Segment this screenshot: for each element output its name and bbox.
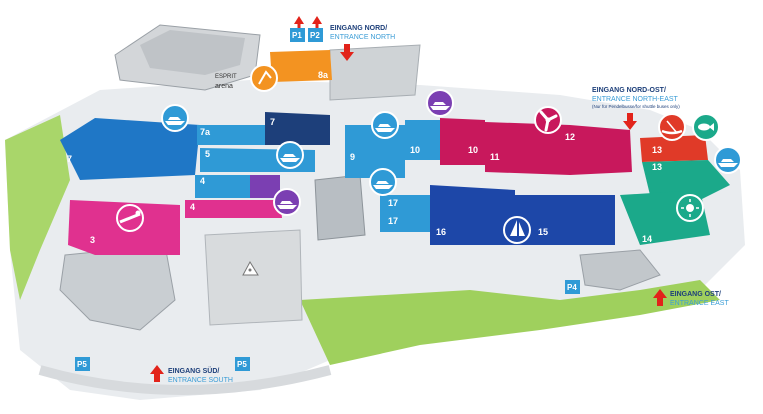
parking-label: P4 xyxy=(567,283,577,292)
hall-17a[interactable]: 17 xyxy=(380,195,430,212)
fish-icon[interactable] xyxy=(692,113,720,141)
hall-label: 15 xyxy=(538,227,548,237)
hall-7[interactable]: 7 xyxy=(265,112,330,145)
parking-p1[interactable]: P1 xyxy=(290,28,305,42)
hall-label: 9 xyxy=(350,152,355,162)
hall-label: 17 xyxy=(388,216,398,226)
entrance-south[interactable]: EINGANG SÜD/ ENTRANCE SOUTH xyxy=(168,366,233,384)
hall-9[interactable]: 9 xyxy=(345,125,405,178)
green-belt-south xyxy=(300,280,720,365)
hall-8a[interactable]: 8a xyxy=(270,50,332,82)
hall-label: 7 xyxy=(67,154,72,164)
parking-p2[interactable]: P2 xyxy=(308,28,323,42)
entrance-subtitle: ENTRANCE EAST xyxy=(670,300,729,307)
arena-brand: ESPRIT xyxy=(215,74,237,80)
hall-label: 17 xyxy=(388,198,398,208)
motorboat-icon[interactable] xyxy=(369,168,397,196)
parking-label: P1 xyxy=(292,31,302,40)
hall-6[interactable]: 7 xyxy=(60,118,200,180)
hall-11[interactable]: 11 xyxy=(485,122,570,175)
hall-4b[interactable]: 4 xyxy=(185,200,282,218)
diver-icon[interactable] xyxy=(116,204,144,232)
hall-label: 4 xyxy=(190,202,195,212)
building-tower xyxy=(314,174,366,241)
motorboat-icon[interactable] xyxy=(714,146,742,174)
entrance-title: EINGANG OST/ xyxy=(670,291,721,298)
construction-icon xyxy=(242,260,259,276)
entrance-title: EINGANG NORD-OST/ xyxy=(592,87,666,94)
arrow-up-icon xyxy=(150,365,164,382)
building-east xyxy=(579,249,661,291)
motorboat-icon[interactable] xyxy=(426,89,454,117)
arena-name: arena xyxy=(215,83,233,90)
entrance-subtitle: ENTRANCE SOUTH xyxy=(168,377,233,384)
sun-icon[interactable] xyxy=(676,194,704,222)
motorboat-icon[interactable] xyxy=(273,188,301,216)
hall-15[interactable]: 15 xyxy=(515,195,615,245)
hall-label: 8a xyxy=(318,70,329,80)
hall-4-purple[interactable] xyxy=(250,175,280,198)
construction-area xyxy=(204,229,303,326)
motorboat-icon[interactable] xyxy=(276,141,304,169)
hall-label: 16 xyxy=(436,227,446,237)
parking-p5-east[interactable]: P5 xyxy=(235,357,250,371)
hall-label: 11 xyxy=(490,152,500,162)
hall-label: 3 xyxy=(90,235,95,245)
hall-10b[interactable]: 10 xyxy=(440,118,485,165)
hall-4a[interactable]: 4 xyxy=(195,175,250,198)
arrow-up-icon xyxy=(653,289,667,306)
parking-p5-west[interactable]: P5 xyxy=(75,357,90,371)
sailboat-icon[interactable] xyxy=(503,216,531,244)
parking-label: P2 xyxy=(310,31,320,40)
entrance-title: EINGANG NORD/ xyxy=(330,25,387,32)
hall-label: 14 xyxy=(642,234,652,244)
propeller-icon[interactable] xyxy=(534,106,562,134)
hall-label: 13 xyxy=(652,145,662,155)
entrance-east[interactable]: EINGANG OST/ ENTRANCE EAST xyxy=(670,291,729,307)
motorboat-icon[interactable] xyxy=(371,111,399,139)
hall-12[interactable]: 12 xyxy=(565,125,632,175)
parking-p4[interactable]: P4 xyxy=(565,280,580,294)
green-belt-west xyxy=(5,115,70,300)
canoe-icon[interactable] xyxy=(658,113,686,141)
climbing-icon[interactable] xyxy=(250,64,278,92)
entrance-subtitle: ENTRANCE NORTH-EAST xyxy=(592,96,679,103)
hall-13a[interactable]: 13 xyxy=(640,135,708,162)
hall-10a[interactable]: 10 xyxy=(405,120,440,160)
hall-label: 12 xyxy=(565,132,575,142)
entrance-subtitle: ENTRANCE NORTH xyxy=(330,34,395,41)
hall-label: 7a xyxy=(200,127,211,137)
hall-label: 4 xyxy=(200,176,205,186)
building-north xyxy=(329,44,421,101)
esprit-arena[interactable]: ESPRIT arena xyxy=(114,24,261,91)
entrance-north-east[interactable]: EINGANG NORD-OST/ ENTRANCE NORTH-EAST (N… xyxy=(592,87,680,109)
arrow-up-icon xyxy=(294,16,322,28)
arrow-down-icon xyxy=(623,113,637,130)
hall-label: 5 xyxy=(205,149,210,159)
motorboat-icon[interactable] xyxy=(161,104,189,132)
arrow-down-icon xyxy=(340,44,354,61)
hall-13b[interactable]: 13 xyxy=(642,160,730,200)
entrance-north[interactable]: EINGANG NORD/ ENTRANCE NORTH xyxy=(330,25,395,41)
entrance-title: EINGANG SÜD/ xyxy=(168,366,219,375)
parking-label: P5 xyxy=(237,360,247,369)
road-south xyxy=(38,365,332,395)
hall-label: 10 xyxy=(468,145,478,155)
parking-label: P5 xyxy=(77,360,87,369)
hall-16[interactable]: 16 xyxy=(430,185,515,245)
hall-7a[interactable]: 7a xyxy=(197,125,265,145)
entrance-note: (Nur für Pendelbusse/for shuttle buses o… xyxy=(592,104,680,109)
hall-label: 7 xyxy=(270,117,275,127)
hall-label: 13 xyxy=(652,162,662,172)
hall-label: 10 xyxy=(410,145,420,155)
hall-17b[interactable]: 17 xyxy=(380,212,430,232)
